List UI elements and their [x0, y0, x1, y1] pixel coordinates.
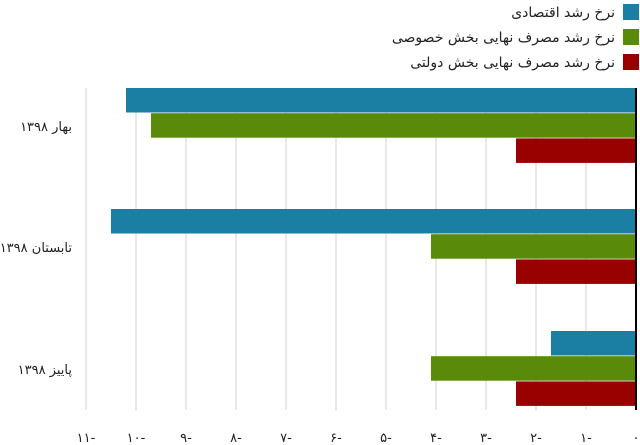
x-tick-label: ۴- [430, 431, 442, 445]
bar-0-0 [126, 88, 636, 113]
x-tick-label: ۲- [530, 431, 542, 445]
bar-1-2 [516, 259, 636, 284]
bar-2-0 [551, 331, 636, 356]
bar-2-1 [431, 356, 636, 381]
x-tick-label: ۸- [230, 431, 242, 445]
legend-swatch [623, 54, 639, 70]
bar-1-0 [111, 209, 636, 234]
category-label: بهار ۱۳۹۸ [20, 120, 72, 135]
bar-0-1 [151, 113, 636, 138]
x-tick-label: ۵- [380, 431, 392, 445]
category-label: پاییز ۱۳۹۸ [18, 363, 73, 378]
x-tick-label: ۱۱- [77, 431, 96, 445]
bar-0-2 [516, 138, 636, 163]
x-tick-label: ۶- [330, 431, 342, 445]
legend-label: نرخ رشد مصرف نهایی بخش دولتی [410, 55, 615, 71]
x-tick-label: ۱۰- [127, 431, 146, 445]
legend-swatch [623, 4, 639, 20]
legend-label: نرخ رشد مصرف نهایی بخش خصوصی [392, 30, 615, 46]
x-tick-label: ۱- [580, 431, 592, 445]
x-tick-label: ۰ [633, 431, 640, 445]
legend-swatch [623, 29, 639, 45]
bar-1-1 [431, 234, 636, 259]
bar-2-2 [516, 381, 636, 406]
x-tick-label: ۳- [480, 431, 492, 445]
category-label: تابستان ۱۳۹۸ [0, 241, 72, 256]
x-tick-label: ۹- [180, 431, 192, 445]
x-tick-label: ۷- [280, 431, 292, 445]
legend-label: نرخ رشد اقتصادی [511, 5, 615, 21]
